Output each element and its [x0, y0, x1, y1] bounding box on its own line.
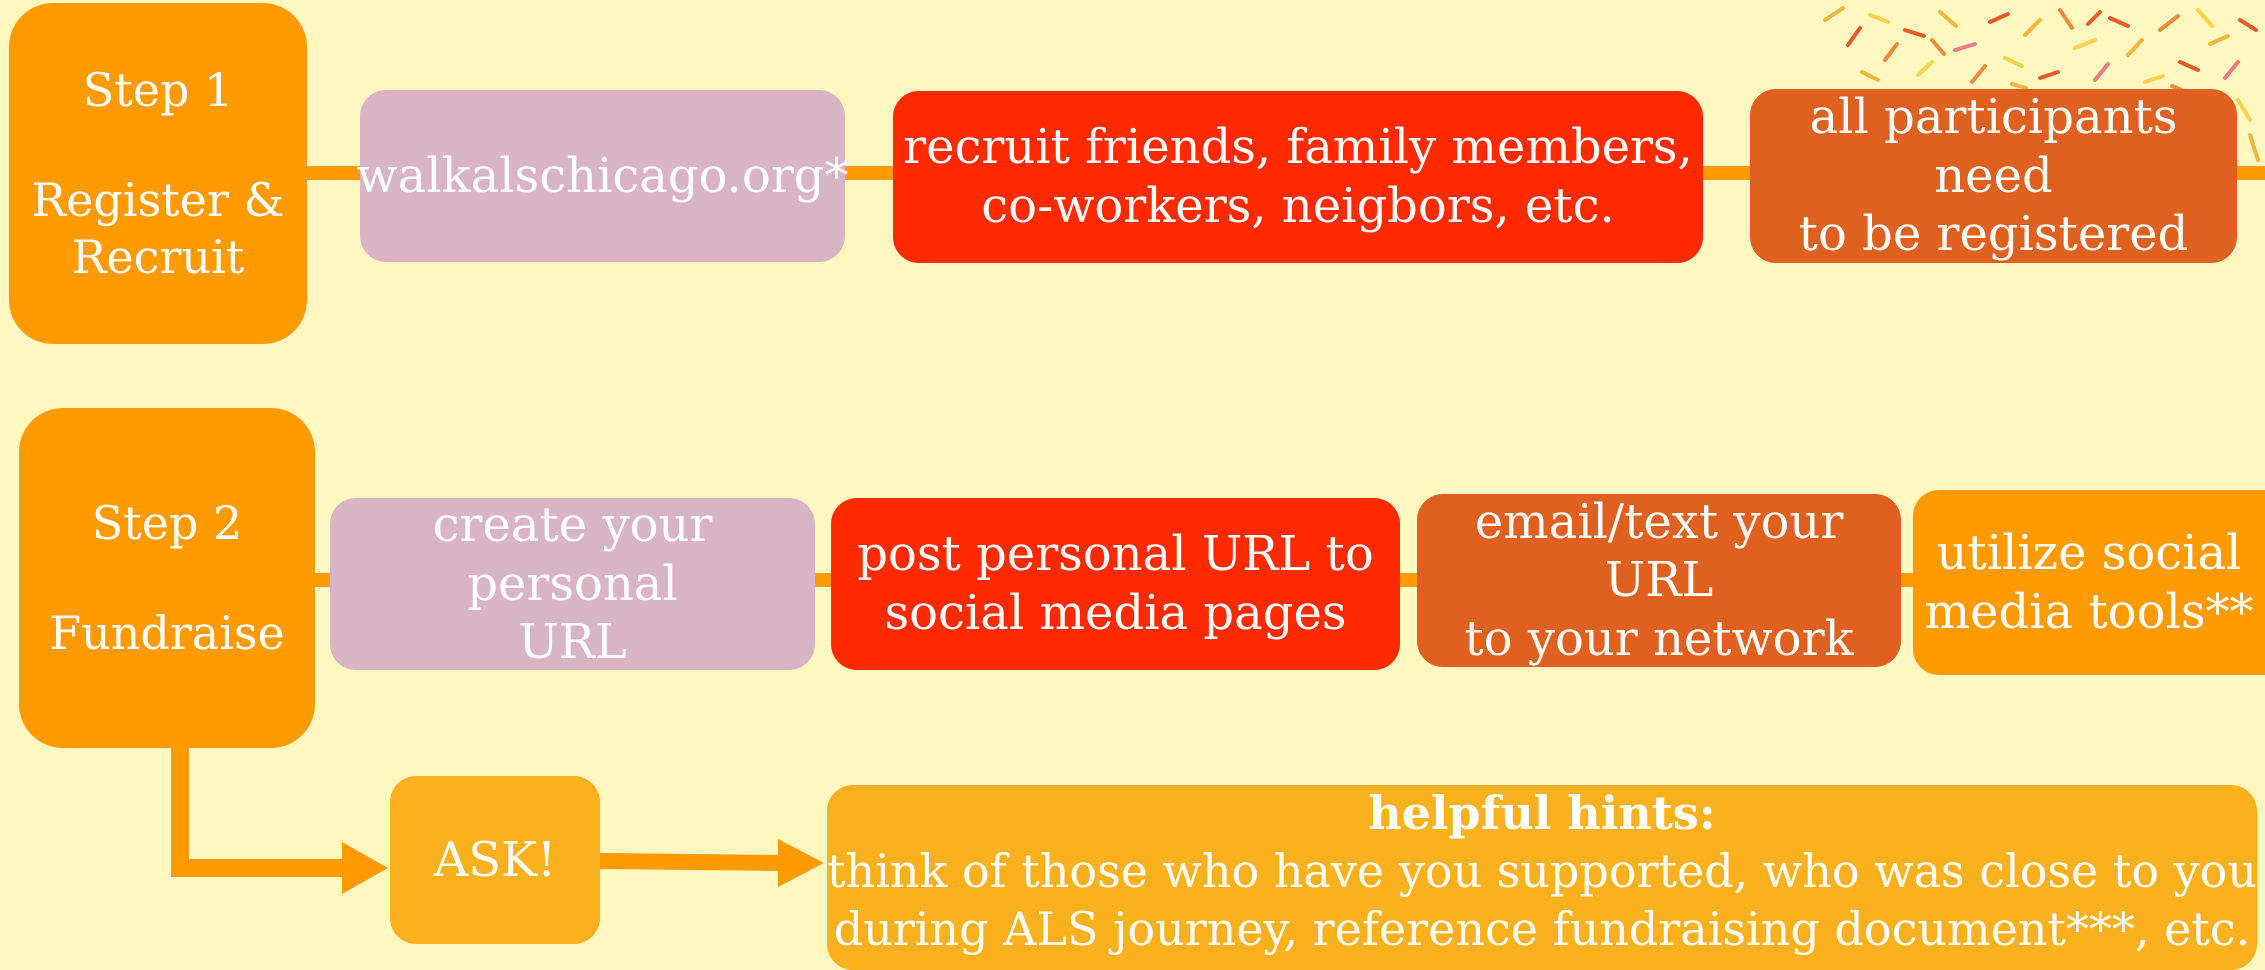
helpful-hints-title: helpful hints:: [1368, 786, 1716, 840]
personal-url-box: create your personal URL: [330, 497, 815, 671]
recruit-text-line1: recruit friends, family members,: [903, 119, 1693, 176]
email-network-line2: to your network: [1464, 610, 1854, 667]
step2-title: Fundraise: [49, 606, 285, 660]
ask-to-hints-arrow-line: [597, 853, 783, 871]
step2-label: Step 2: [91, 495, 243, 550]
confetti-decoration: [1823, 6, 2260, 162]
step2-to-ask-arrowhead: [342, 842, 388, 894]
helpful-hints-line2: during ALS journey, reference fundraisin…: [833, 901, 2251, 956]
step1-title-line1: Register &: [31, 173, 285, 228]
step2-to-ask-arrow-line: [171, 748, 346, 877]
social-tools-box: utilize social media tools**: [1913, 490, 2265, 675]
ask-box: ASK!: [390, 776, 600, 944]
step1-label: Step 1: [82, 63, 234, 118]
email-network-line1: email/text your URL: [1474, 493, 1844, 609]
registration-note-line2: to be registered: [1798, 206, 2189, 263]
recruit-text-line2: co-workers, neigbors, etc.: [981, 178, 1615, 234]
step1-box: Step 1 Register & Recruit: [9, 3, 307, 344]
post-url-box: post personal URL to social media pages: [831, 498, 1400, 670]
email-network-box: email/text your URL to your network: [1417, 494, 1901, 667]
step1-title-line2: Recruit: [71, 229, 245, 284]
step2-box: Step 2 Fundraise: [19, 408, 315, 748]
social-tools-line1: utilize social: [1936, 524, 2242, 581]
post-url-line2: social media pages: [884, 585, 1347, 641]
registration-note-box: all participants need to be registered: [1750, 89, 2237, 263]
social-tools-line2: media tools**: [1924, 583, 2254, 640]
personal-url-line1: create your personal: [432, 497, 713, 612]
personal-url-line2: URL: [518, 614, 627, 671]
recruit-box: recruit friends, family members, co-work…: [893, 91, 1703, 263]
ask-to-hints-arrowhead: [778, 839, 824, 887]
post-url-line1: post personal URL to: [857, 526, 1374, 583]
registration-note-line1: all participants need: [1809, 89, 2178, 204]
register-website-box: walkalschicago.org*: [357, 90, 849, 262]
helpful-hints-line1: think of those who have you supported, w…: [827, 843, 2257, 898]
helpful-hints-box: helpful hints: think of those who have y…: [827, 785, 2257, 970]
register-website-text: walkalschicago.org*: [356, 147, 849, 204]
ask-label: ASK!: [433, 831, 557, 888]
